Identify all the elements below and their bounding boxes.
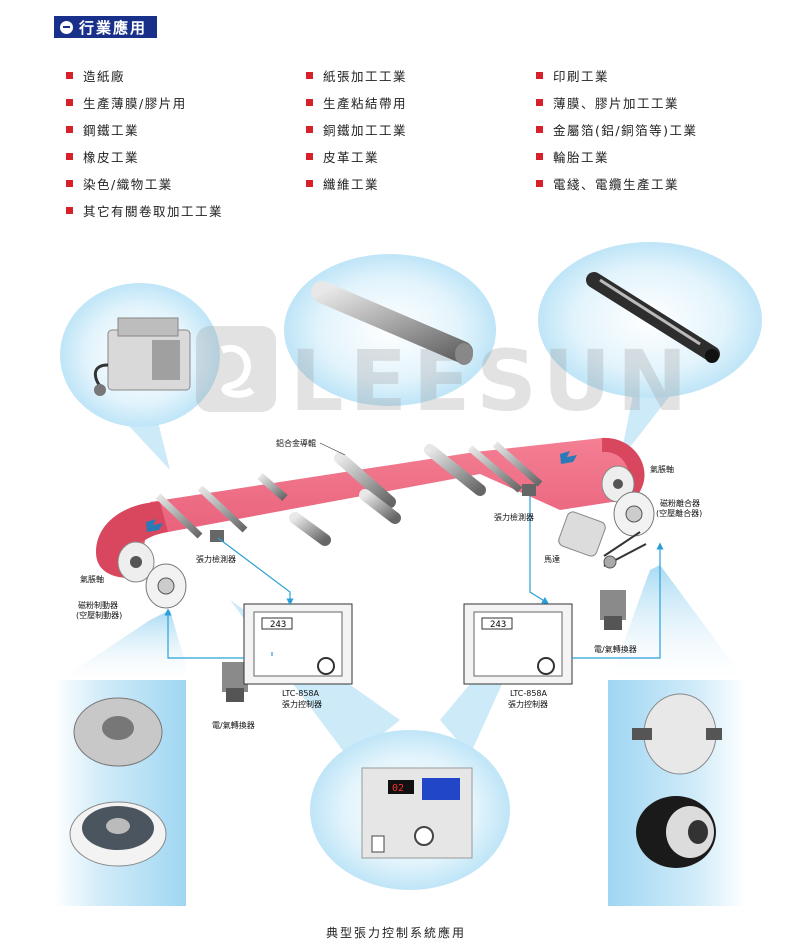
brake-photo-top bbox=[73, 697, 163, 767]
controller-right bbox=[463, 603, 573, 685]
list-item: 纖維工業 bbox=[306, 174, 379, 193]
display-right: 243 bbox=[490, 620, 506, 630]
beam-left bbox=[60, 610, 190, 680]
air-shaft-photo bbox=[586, 272, 720, 363]
minus-circle-icon bbox=[60, 20, 73, 34]
tension-sensor-right-icon bbox=[522, 484, 536, 496]
label-controller-right-model: LTC-858A bbox=[510, 689, 548, 698]
list-item: 其它有關卷取加工工業 bbox=[66, 201, 223, 220]
list-item: 橡皮工業 bbox=[66, 147, 139, 166]
brake-unit bbox=[145, 563, 187, 609]
label-tension-sensor-right: 張力檢測器 bbox=[494, 512, 534, 522]
bullet-icon bbox=[536, 99, 543, 106]
motor-unit bbox=[558, 511, 647, 569]
bullet-icon bbox=[536, 72, 543, 79]
label-tension-sensor-left: 張力檢測器 bbox=[196, 554, 236, 564]
list-item: 生產粘結帶用 bbox=[306, 93, 407, 112]
label-clutch-line2: (空壓離合器) bbox=[656, 508, 702, 518]
bullet-icon bbox=[66, 180, 73, 187]
bullet-icon bbox=[66, 207, 73, 214]
label-brake-line2: (空壓制動器) bbox=[76, 610, 122, 620]
tension-sensor-photo bbox=[93, 317, 191, 396]
label-ep-converter-right: 電/氣轉換器 bbox=[594, 644, 637, 654]
list-item: 輪胎工業 bbox=[536, 147, 609, 166]
clutch-unit bbox=[613, 491, 655, 537]
bullet-icon bbox=[66, 72, 73, 79]
signal-lines bbox=[164, 496, 664, 659]
watermark-text: LEESUN bbox=[290, 332, 693, 430]
label-brake-line1: 磁粉制動器 bbox=[78, 600, 118, 610]
diagram-caption: 典型張力控制系統應用 bbox=[325, 926, 466, 940]
list-item: 薄膜、膠片加工工業 bbox=[536, 93, 679, 112]
display-left: 243 bbox=[270, 620, 286, 630]
label-ep-converter-left: 電/氣轉換器 bbox=[212, 720, 255, 730]
beam-right bbox=[610, 565, 745, 680]
bullet-icon bbox=[536, 126, 543, 133]
list-item: 皮革工業 bbox=[306, 147, 379, 166]
bullet-icon bbox=[306, 180, 313, 187]
label-alloy-roller: 鋁合金導輥 bbox=[276, 438, 316, 448]
list-item: 金屬箔(鋁/銅箔等)工業 bbox=[536, 120, 697, 139]
bullet-icon bbox=[306, 153, 313, 160]
bullet-icon bbox=[536, 180, 543, 187]
list-item: 電綫、電纜生產工業 bbox=[536, 174, 679, 193]
clutch-photo-top bbox=[632, 693, 722, 775]
guide-rollers bbox=[155, 441, 543, 546]
industry-list: 造紙廠 紙張加工工業 印刷工業 生產薄膜/膠片用 生產粘結帶用 薄膜、膠片加工工… bbox=[66, 66, 746, 226]
tension-sensor-left-icon bbox=[210, 530, 224, 542]
bullet-icon bbox=[306, 72, 313, 79]
bullet-icon bbox=[66, 153, 73, 160]
list-item: 造紙廠 bbox=[66, 66, 125, 85]
air-shaft-right bbox=[601, 465, 635, 503]
list-item: 染色/織物工業 bbox=[66, 174, 173, 193]
leesun-logo-watermark bbox=[196, 326, 276, 412]
list-item: 紙張加工工業 bbox=[306, 66, 407, 85]
bullet-icon bbox=[306, 126, 313, 133]
label-motor: 馬達 bbox=[544, 554, 560, 564]
alloy-roller-photo bbox=[311, 281, 473, 365]
bullet-icon bbox=[66, 99, 73, 106]
label-controller-left-name: 張力控制器 bbox=[282, 699, 322, 709]
label-controller-right-name: 張力控制器 bbox=[508, 699, 548, 709]
section-title: 行業應用 bbox=[54, 16, 158, 38]
controller-photo bbox=[361, 767, 473, 859]
bullet-icon bbox=[536, 153, 543, 160]
list-item: 生產薄膜/膠片用 bbox=[66, 93, 187, 112]
web-film bbox=[96, 437, 645, 579]
list-item: 印刷工業 bbox=[536, 66, 609, 85]
display-big: 02 bbox=[392, 783, 404, 794]
controller-left bbox=[243, 603, 353, 685]
ep-converter-right bbox=[600, 590, 626, 630]
section-title-text: 行業應用 bbox=[79, 18, 148, 37]
label-air-shaft-right: 氣脹軸 bbox=[650, 464, 674, 474]
clutch-photo-bottom bbox=[636, 796, 716, 868]
bullet-icon bbox=[306, 99, 313, 106]
label-air-shaft-left: 氣脹軸 bbox=[80, 574, 104, 584]
bullet-icon bbox=[66, 126, 73, 133]
list-item: 鋼鐵工業 bbox=[66, 120, 139, 139]
label-clutch-line1: 磁粉離合器 bbox=[660, 498, 700, 508]
list-item: 銅鐵加工工業 bbox=[306, 120, 407, 139]
brake-photo-bottom bbox=[69, 801, 167, 867]
air-shaft-left bbox=[117, 541, 155, 583]
tension-control-diagram: LEESUN bbox=[54, 242, 762, 906]
label-controller-left-model: LTC-858A bbox=[282, 689, 320, 698]
